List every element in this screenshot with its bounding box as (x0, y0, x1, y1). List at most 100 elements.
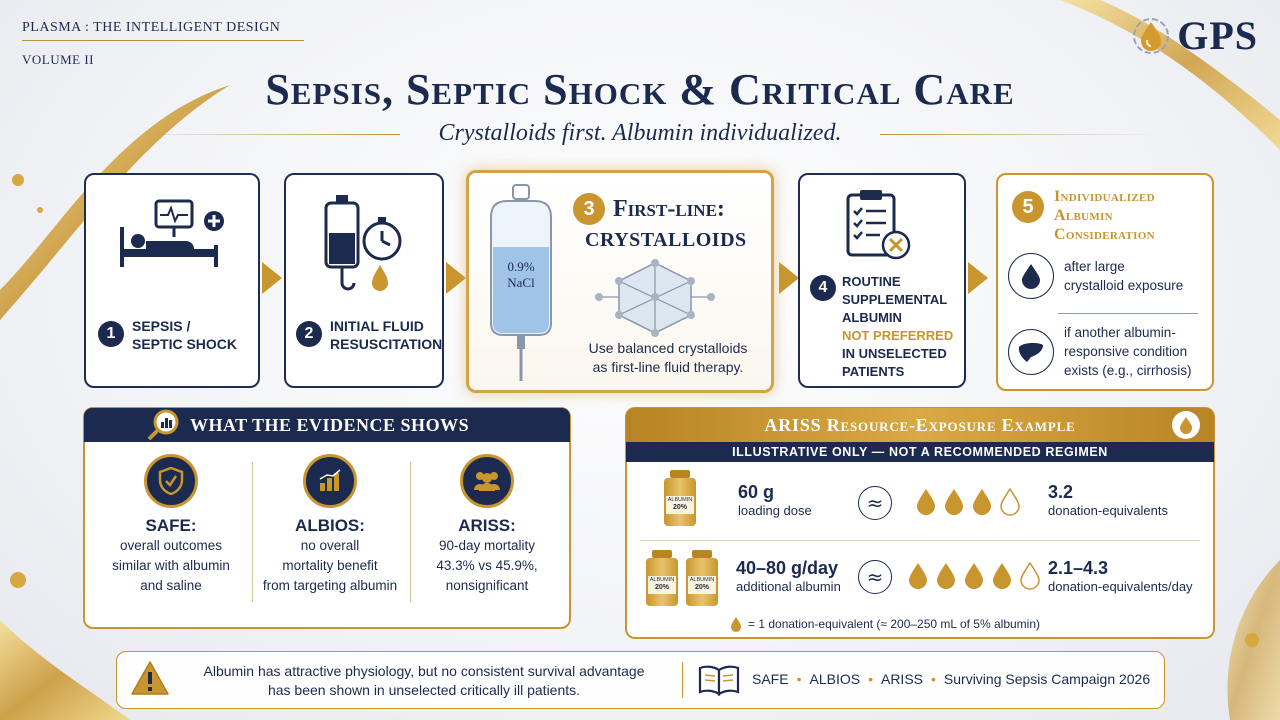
ariss-row-divider (640, 540, 1200, 541)
bottle-pct-2a: 20% (654, 584, 669, 591)
row-2-drops (908, 562, 1040, 590)
step-5-item-1: after large crystalloid exposure (1008, 253, 1183, 299)
albumin-bottle-icon-2a: ALBUMIN 20% (646, 550, 678, 606)
albios-line2: mortality benefit (282, 558, 378, 573)
safe-line1: overall outcomes (119, 538, 223, 553)
ref-albios: ALBIOS (809, 671, 861, 687)
donation-drop-full-icon (937, 563, 955, 589)
row-1-dose-note: loading dose (738, 503, 812, 518)
evidence-divider-2 (410, 462, 411, 602)
step-2-number: 2 (296, 321, 322, 347)
arrow-2-3 (446, 262, 466, 294)
albumin-bottle-icon-2b: ALBUMIN 20% (686, 550, 718, 606)
ariss-subheader-text: ILLUSTRATIVE ONLY — NOT A RECOMMENDED RE… (732, 445, 1108, 459)
row-2-equiv: 2.1–4.3 (1048, 558, 1109, 578)
evidence-header-text: WHAT THE EVIDENCE SHOWS (190, 414, 470, 435)
liver-icon (1008, 328, 1054, 375)
step-3-text: Use balanced crystalloids as first-line … (565, 339, 771, 377)
step-5-title-line2: Albumin (1054, 207, 1113, 224)
row-2-dose: 40–80 g/day (736, 558, 839, 578)
bottle-pct-2b: 20% (694, 584, 709, 591)
step-5-item-2-line2: responsive condition (1064, 344, 1188, 359)
row-2-dose-block: 40–80 g/day additional albumin (736, 558, 841, 594)
step-4-line6: PATIENTS (842, 364, 905, 379)
row-2-equiv-note: donation-equivalents/day (1048, 579, 1193, 594)
ariss-legend: = 1 donation-equivalent (≈ 200–250 mL of… (730, 616, 1040, 632)
bottle-label-1: ALBUMIN (667, 497, 693, 503)
step-1-label-row: 1 SEPSIS / SEPTIC SHOCK (98, 317, 237, 353)
series-title: PLASMA : THE INTELLIGENT DESIGN (22, 20, 281, 35)
step-5-item-1-line2: crystalloid exposure (1064, 278, 1184, 293)
row-1-dose-block: 60 g loading dose (738, 482, 812, 518)
ariss-row-2: ALBUMIN 20% ALBUMIN 20% 40–80 g/day addi… (640, 546, 1200, 610)
step-3-title-line1: First-line: (613, 195, 725, 222)
step-2-label-row: 2 INITIAL FLUID RESUSCITATION (296, 317, 442, 353)
step-3-text-line2: as first-line fluid therapy. (592, 359, 744, 375)
legend-text: = 1 donation-equivalent (≈ 200–250 mL of… (748, 617, 1040, 631)
donation-drop-full-icon (993, 563, 1011, 589)
page-subtitle: Crystalloids first. Albumin individualiz… (438, 120, 842, 146)
step-3-title-line2: CRYSTALLOIDS (585, 229, 747, 251)
row-1-approx-icon: ≈ (858, 486, 892, 520)
row-2-approx-icon: ≈ (858, 560, 892, 594)
donation-drop-full-icon (945, 489, 963, 515)
arrow-4-5 (968, 262, 988, 294)
albios-title: ALBIOS: (295, 516, 365, 535)
albios-line1: no overall (300, 538, 360, 553)
step-1-label: SEPSIS / SEPTIC SHOCK (132, 317, 237, 353)
ariss-header: ARISS Resource-Exposure Example (626, 408, 1214, 442)
subtitle-line-left (120, 134, 400, 135)
step-2-label: INITIAL FLUID RESUSCITATION (330, 317, 442, 353)
evidence-col-ariss: ARISS: 90-day mortality 43.3% vs 45.9%, … (414, 454, 560, 596)
step-5-item-1-line1: after large (1064, 259, 1125, 274)
row-1-equiv-note: donation-equivalents (1048, 503, 1168, 518)
albios-line3: from targeting albumin (262, 578, 398, 593)
evidence-divider-1 (252, 462, 253, 602)
step-5-item-2-line1: if another albumin- (1064, 325, 1176, 340)
step-3-card: 0.9% NaCl 3 First-line: CRYSTALLOIDS Use… (466, 170, 774, 393)
drop-icon (1008, 253, 1054, 299)
safe-text: overall outcomes similar with albumin an… (96, 536, 246, 596)
ariss-drop-badge-icon (1172, 411, 1200, 439)
ref-ssc: Surviving Sepsis Campaign 2026 (943, 671, 1151, 687)
safe-line3: and saline (140, 578, 202, 593)
iv-bag-timer-icon (324, 195, 402, 291)
ref-safe: SAFE (752, 671, 789, 687)
step-3-text-line1: Use balanced crystalloids (588, 340, 748, 356)
step-3-title-row: 3 First-line: (573, 193, 725, 225)
step-5-title-line3: Consideration (1054, 226, 1155, 243)
safe-title: SAFE: (145, 516, 197, 535)
step-4-line1: ROUTINE (842, 274, 901, 289)
step-4-card: 4 ROUTINE SUPPLEMENTAL ALBUMIN NOT PREFE… (798, 173, 966, 388)
donation-drop-full-icon (909, 563, 927, 589)
albumin-bottle-icon: ALBUMIN 20% (664, 470, 696, 526)
step-5-divider (1058, 313, 1198, 314)
saline-bag-icon (490, 184, 552, 381)
donation-drop-full-icon (973, 489, 991, 515)
ariss-header-text: ARISS Resource-Exposure Example (764, 414, 1076, 435)
donation-drop-full-icon (917, 489, 935, 515)
open-book-icon (698, 665, 740, 696)
gps-logo: GPS (1131, 12, 1258, 59)
page-title: Sepsis, Septic Shock & Critical Care (265, 65, 1015, 114)
crystal-lattice-icon (595, 259, 715, 337)
ref-sep-2: • (868, 671, 873, 687)
step-4-line3: ALBUMIN (842, 310, 902, 325)
step-5-item-2-line3: exists (e.g., cirrhosis) (1064, 363, 1192, 378)
row-1-drops (916, 488, 1020, 516)
step-5-item-2-text: if another albumin- responsive condition… (1064, 323, 1192, 380)
row-1-dose: 60 g (738, 482, 775, 502)
evidence-panel (83, 407, 571, 629)
evidence-header: WHAT THE EVIDENCE SHOWS (84, 408, 570, 442)
row-2-equiv-block: 2.1–4.3 donation-equivalents/day (1048, 558, 1193, 594)
bottle-label-2b: ALBUMIN (689, 577, 715, 583)
arrow-3-4 (779, 262, 799, 294)
row-2-approx: ≈ (866, 565, 884, 589)
ariss-row-1: ALBUMIN 20% 60 g loading dose ≈ 3.2 dona… (640, 468, 1200, 532)
people-group-icon (460, 454, 514, 508)
hospital-bed-monitor-icon (120, 199, 224, 267)
step-5-number: 5 (1012, 191, 1044, 223)
donation-drop-full-icon (965, 563, 983, 589)
evidence-col-albios: ALBIOS: no overall mortality benefit fro… (256, 454, 404, 596)
ariss-title: ARISS: (458, 516, 516, 535)
